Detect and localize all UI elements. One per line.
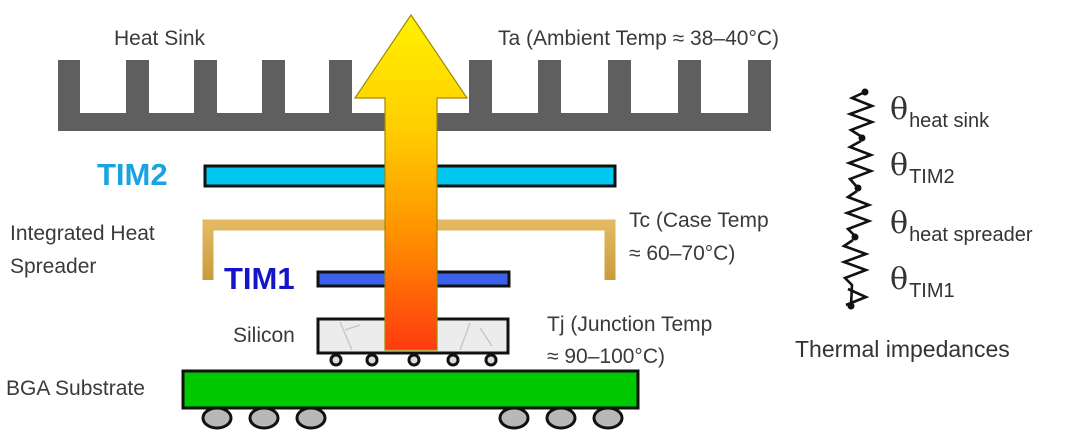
ihs-label-line1: Integrated Heat	[10, 222, 155, 245]
case-temp-label-line2: ≈ 60–70°C)	[629, 242, 736, 265]
theta-heat-spreader: θheat spreader	[890, 206, 1032, 246]
silicon-label: Silicon	[233, 324, 295, 347]
theta-heat-sink: θheat sink	[890, 92, 989, 132]
theta-subscript: heat sink	[909, 110, 990, 132]
case-temp-label-line1: Tc (Case Temp	[629, 209, 769, 232]
heat-flow-arrow	[353, 13, 469, 351]
bga-substrate	[181, 369, 640, 410]
theta-subscript: TIM1	[909, 280, 955, 302]
theta-subscript: heat spreader	[909, 224, 1033, 246]
thermal-impedances-title: Thermal impedances	[795, 336, 1010, 362]
junction-temp-label-line2: ≈ 90–100°C)	[547, 345, 665, 368]
tim2-label: TIM2	[97, 157, 168, 192]
junction-temp-label-line1: Tj (Junction Temp	[547, 313, 713, 336]
ihs-label-line2: Spreader	[10, 255, 97, 278]
theta-symbol: θ	[890, 92, 909, 127]
heat-sink	[58, 60, 771, 131]
theta-symbol: θ	[890, 148, 909, 183]
bga-solder-balls	[201, 406, 624, 430]
bga-substrate-label: BGA Substrate	[6, 377, 145, 400]
theta-symbol: θ	[890, 262, 909, 297]
theta-symbol: θ	[890, 206, 909, 241]
die-bumps	[329, 353, 498, 367]
theta-subscript: TIM2	[909, 166, 955, 188]
ambient-temp-label: Ta (Ambient Temp ≈ 38–40°C)	[498, 27, 779, 50]
resistor-chain-icon	[840, 90, 876, 307]
tim1-label: TIM1	[224, 261, 295, 296]
theta-tim2: θTIM2	[890, 148, 955, 188]
heat-sink-label: Heat Sink	[114, 27, 206, 50]
theta-tim1: θTIM1	[890, 262, 955, 302]
resistor-nodes	[847, 88, 869, 310]
